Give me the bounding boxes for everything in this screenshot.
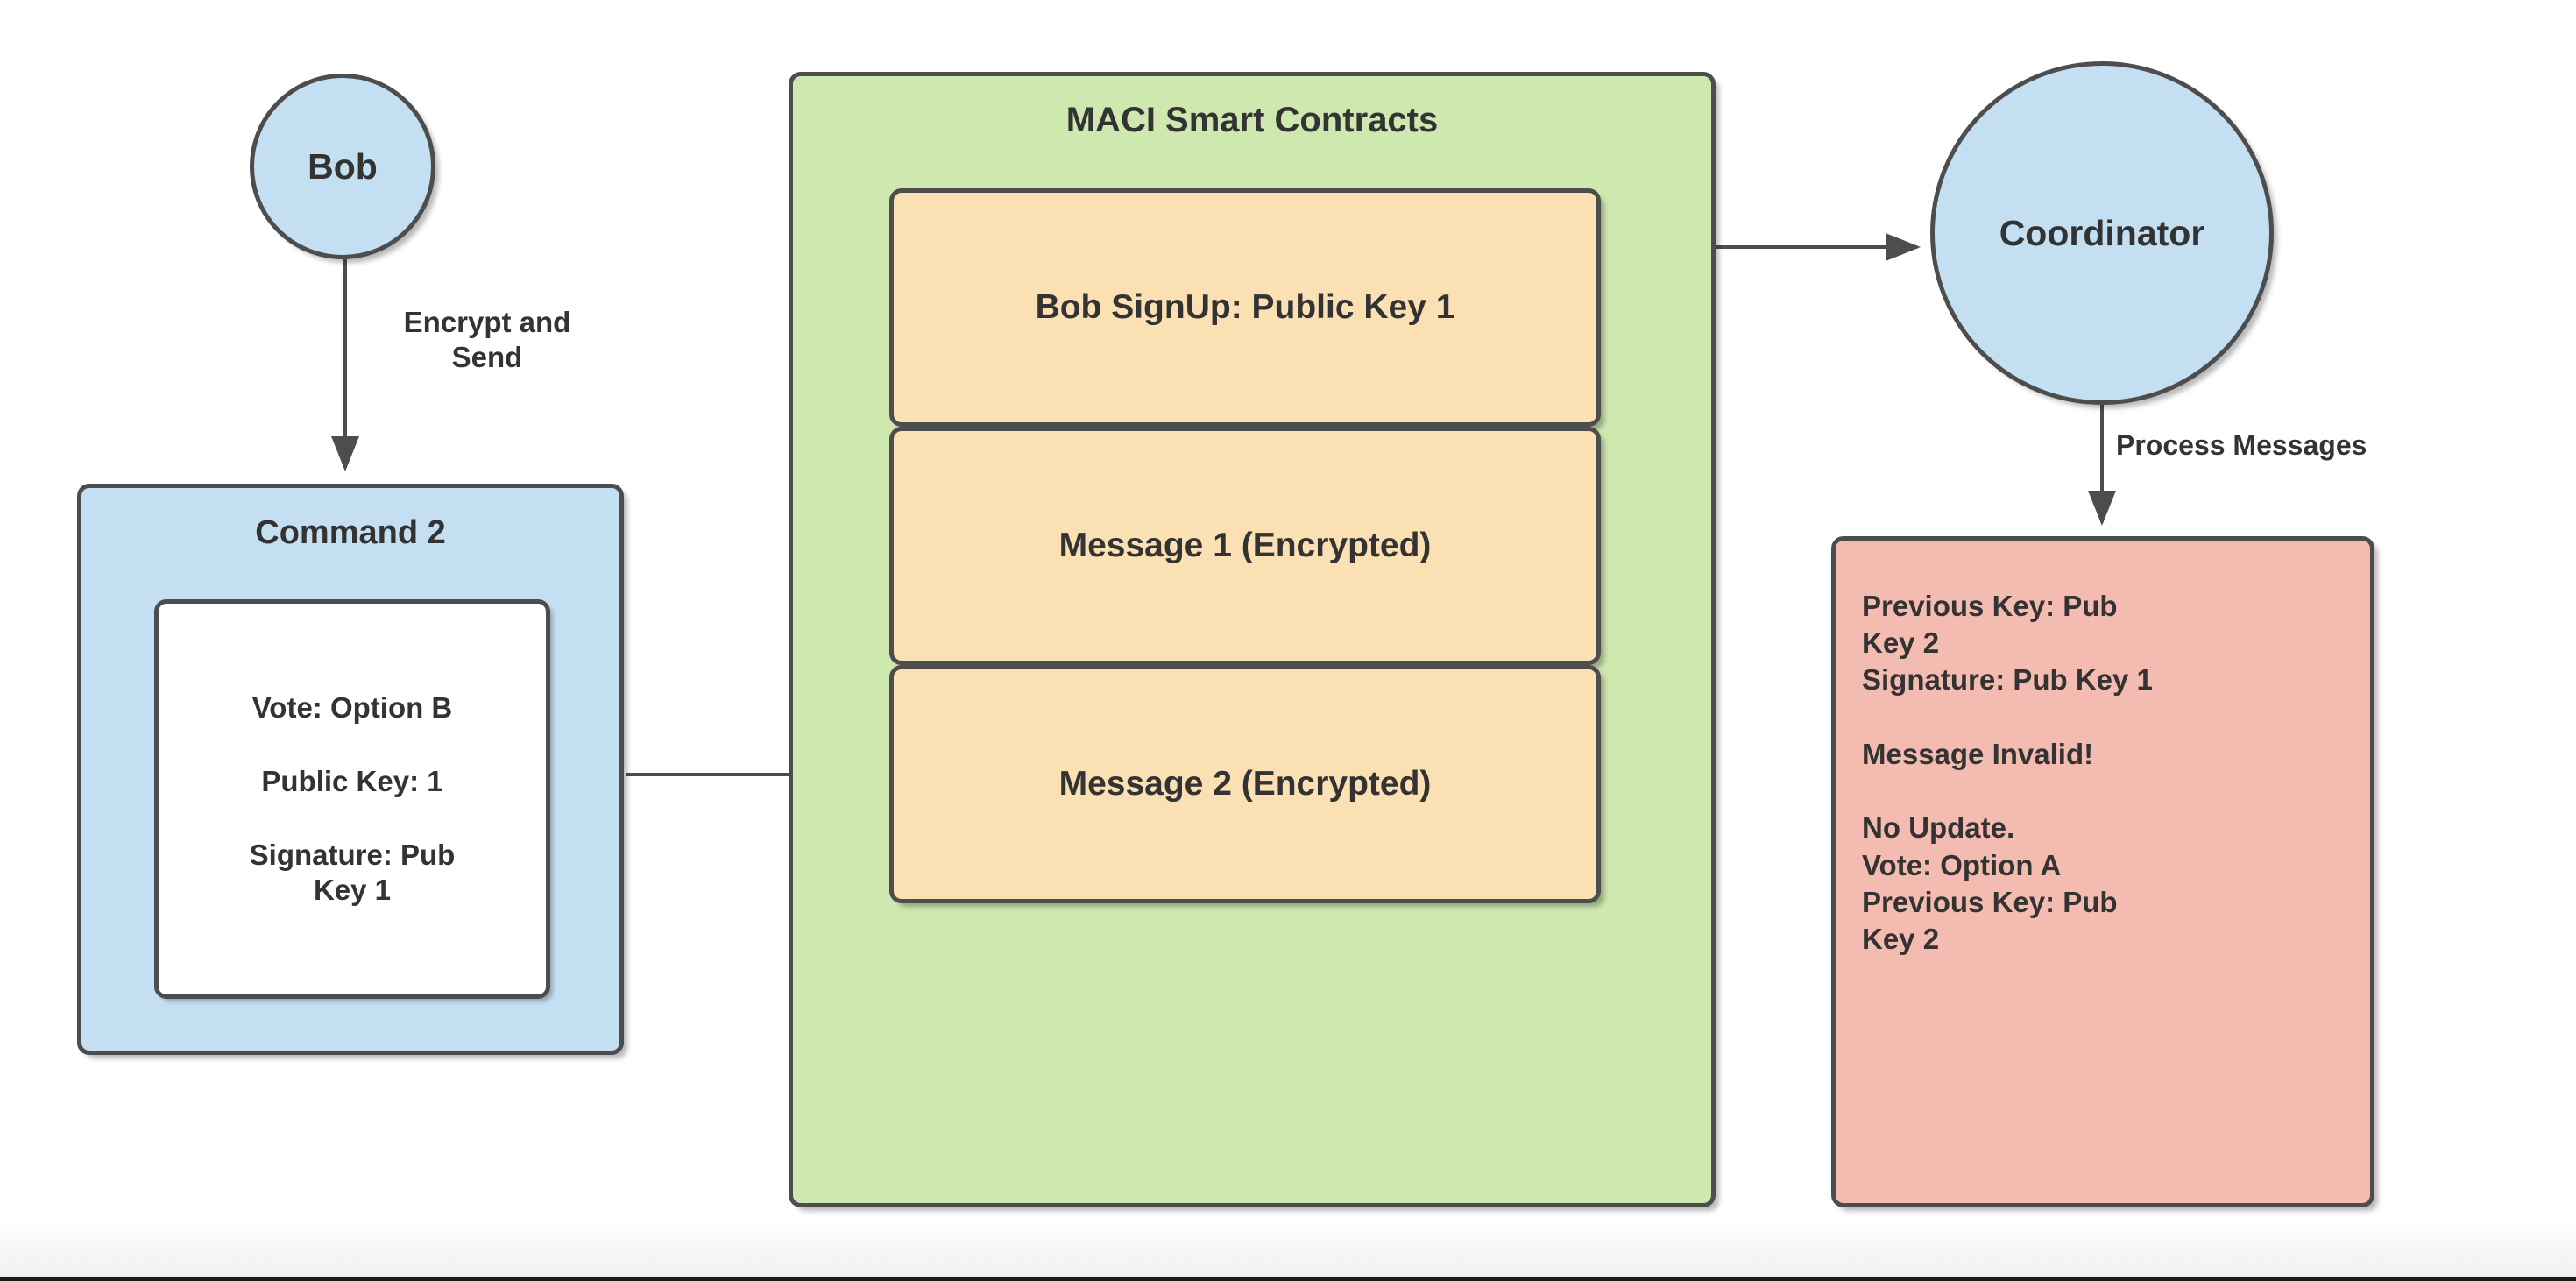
maci-item-message-1[interactable]: Message 1 (Encrypted) xyxy=(889,427,1601,665)
page-bottom-shade xyxy=(0,1219,2576,1277)
edge-label-process-messages: Process Messages xyxy=(2116,429,2367,461)
maci-item-bob-signup[interactable]: Bob SignUp: Public Key 1 xyxy=(889,188,1601,427)
maci-item-message-2-label: Message 2 (Encrypted) xyxy=(1058,765,1432,803)
command-2-details: Vote: Option B Public Key: 1 Signature: … xyxy=(178,604,527,994)
maci-item-message-1-label: Message 1 (Encrypted) xyxy=(1058,527,1432,565)
edge-label-encrypt-and-send: Encrypt and Send xyxy=(403,306,571,374)
actor-coordinator[interactable]: Coordinator xyxy=(1930,61,2274,405)
page-bottom-bar xyxy=(0,1277,2576,1281)
result-box-text: Previous Key: Pub Key 2 Signature: Pub K… xyxy=(1862,590,2153,956)
maci-smart-contracts-title: MACI Smart Contracts xyxy=(1065,101,1439,139)
command-2-detail-public-key: Public Key: 1 xyxy=(261,764,443,797)
actor-bob-label: Bob xyxy=(308,145,378,187)
maci-item-message-2[interactable]: Message 2 (Encrypted) xyxy=(889,665,1601,903)
actor-coordinator-label: Coordinator xyxy=(1999,212,2205,253)
result-box[interactable]: Previous Key: Pub Key 2 Signature: Pub K… xyxy=(1831,536,2374,1207)
command-2-detail-vote: Vote: Option B xyxy=(251,690,453,724)
actor-bob[interactable]: Bob xyxy=(250,74,435,259)
command-2-title: Command 2 xyxy=(255,514,446,551)
command-2-details-box: Vote: Option B Public Key: 1 Signature: … xyxy=(154,599,550,999)
maci-item-bob-signup-label: Bob SignUp: Public Key 1 xyxy=(1035,288,1455,327)
command-2-detail-signature: Signature: Pub Key 1 xyxy=(249,839,456,907)
